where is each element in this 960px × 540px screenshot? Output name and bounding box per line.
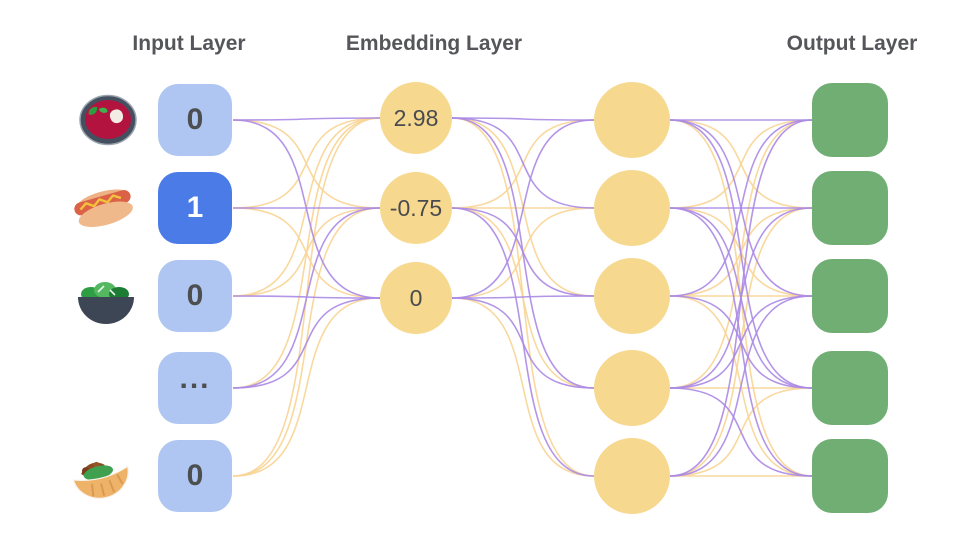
input-node-2-value: 1 (186, 191, 204, 224)
output-node-3 (812, 259, 888, 333)
output-node-2 (812, 171, 888, 245)
input-node-1: 0 (158, 84, 232, 156)
output-node-4 (812, 351, 888, 425)
input-node-3-value: 0 (186, 279, 204, 312)
embedding-node-1: 2.98 (380, 82, 452, 154)
embedding-node-3: 0 (380, 262, 452, 334)
embedding-layer-title: Embedding Layer (345, 32, 523, 55)
hidden-node-1 (594, 82, 670, 158)
input-node-5: 0 (158, 440, 232, 512)
input-node-4: ... (158, 352, 232, 424)
hidden-node-4 (594, 350, 670, 426)
hot-dog-icon (74, 189, 133, 227)
stuffed-flatbread-icon (72, 461, 129, 499)
output-node-1 (812, 83, 888, 157)
input-node-2: 1 (158, 172, 232, 244)
input-node-4-value: ... (179, 362, 211, 395)
input-node-1-value: 0 (186, 103, 204, 136)
input-node-5-value: 0 (186, 459, 204, 492)
hidden-node-2 (594, 170, 670, 246)
output-layer-title: Output Layer (786, 32, 918, 55)
borscht-soup-icon (79, 94, 137, 146)
hidden-node-3 (594, 258, 670, 334)
input-node-3: 0 (158, 260, 232, 332)
green-salad-icon (78, 282, 134, 324)
output-node-5 (812, 439, 888, 513)
embedding-node-2: -0.75 (380, 172, 452, 244)
input-layer-title: Input Layer (132, 32, 246, 55)
hidden-node-5 (594, 438, 670, 514)
